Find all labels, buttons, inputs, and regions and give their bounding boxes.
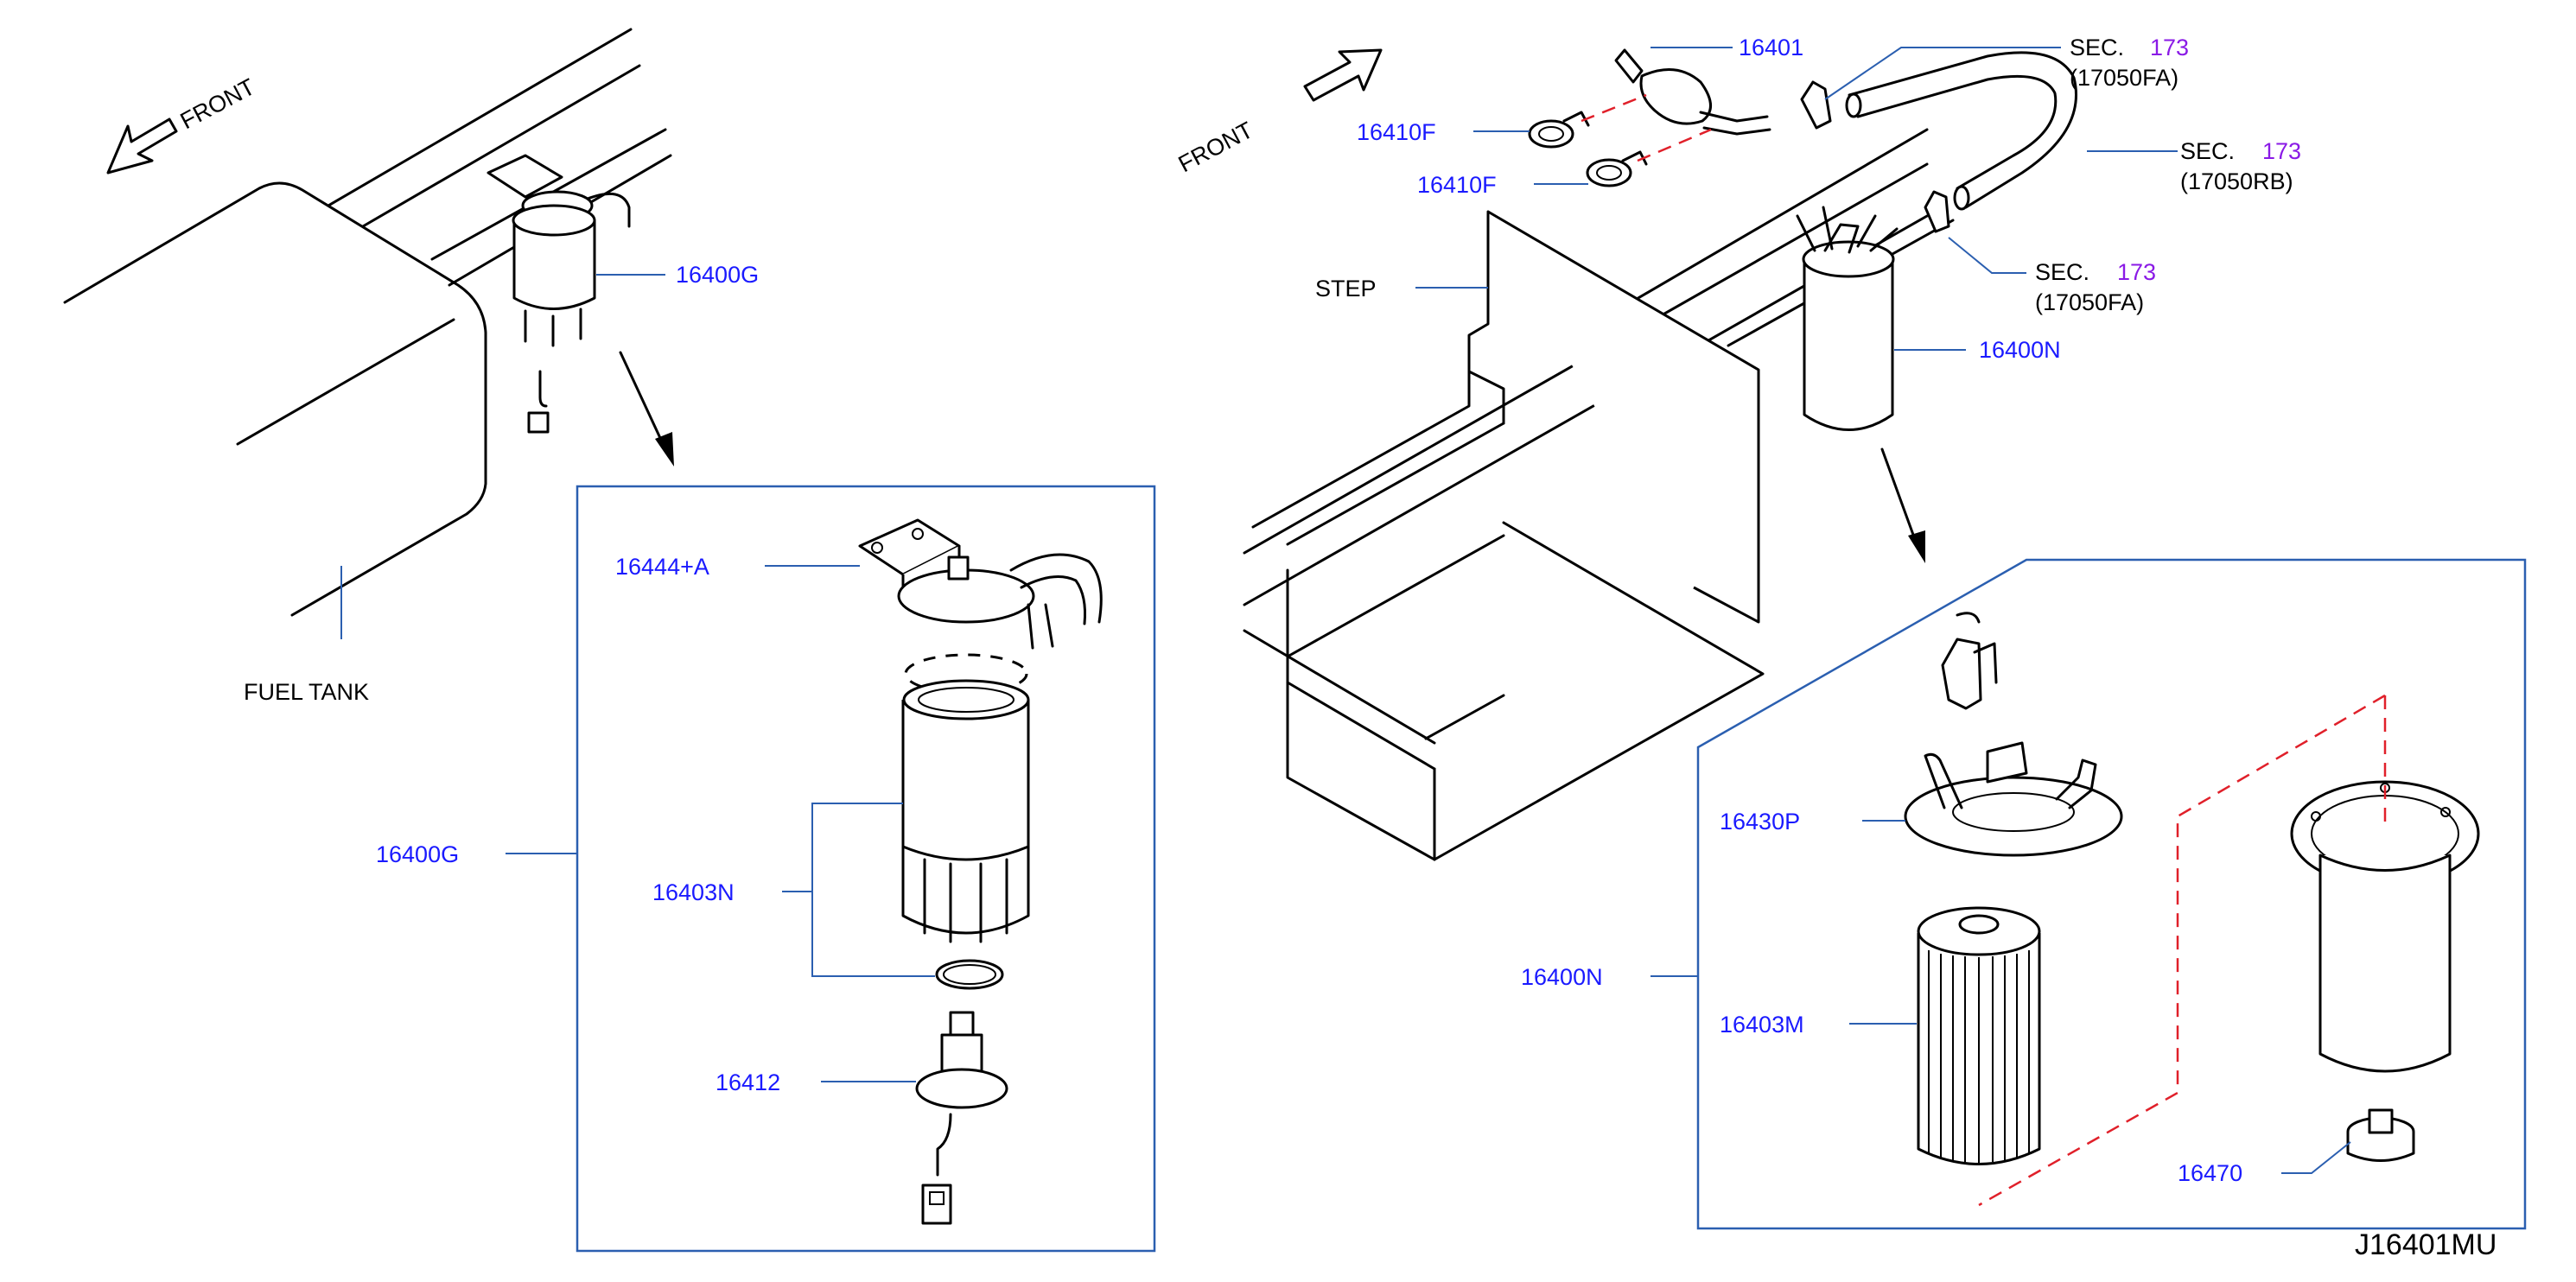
sec-number-3: 173	[2117, 259, 2156, 285]
fuel-filter-assembly-16400n	[1796, 206, 1899, 431]
part-16400n-box: 16400N	[1521, 964, 1603, 990]
filter-cartridge-16403n	[901, 679, 1030, 943]
part-16430p: 16430P	[1720, 809, 1800, 835]
exploded-box-16400n	[1696, 558, 2527, 1230]
sec-label-1: SEC.	[2070, 35, 2124, 60]
filter-head-16430p	[1904, 741, 2123, 857]
front-arrow-left-icon	[106, 117, 178, 175]
part-16412: 16412	[716, 1069, 780, 1095]
fuel-hose	[1845, 51, 2077, 211]
part-16400n-top: 16400N	[1979, 337, 2061, 363]
hose-clip-a	[1800, 80, 1832, 130]
priming-pump-16401	[1614, 48, 1771, 136]
filter-element-16403m	[1917, 906, 2041, 1165]
sec-ref-3: (17050FA)	[2035, 289, 2144, 315]
part-16444a: 16444+A	[615, 554, 709, 580]
part-16400g-top: 16400G	[676, 262, 759, 288]
o-ring	[935, 959, 1004, 990]
sec-label-2: SEC.	[2180, 138, 2235, 164]
front-label-right: FRONT	[1174, 117, 1257, 177]
part-16400g-box: 16400G	[376, 841, 459, 867]
exploded-box-16400g	[576, 485, 1156, 1253]
sec-label-3: SEC.	[2035, 259, 2089, 285]
filter-head-16444	[858, 518, 1103, 650]
step-label: STEP	[1315, 276, 1377, 301]
drain-plug-16470	[2346, 1108, 2415, 1162]
hose-clip-b	[1924, 190, 1950, 233]
sec-number-2: 173	[2262, 138, 2301, 164]
part-16403n: 16403N	[652, 879, 735, 905]
sensor-connector	[1941, 612, 1998, 710]
part-16470: 16470	[2178, 1160, 2242, 1186]
diagram-code: J16401MU	[2355, 1228, 2496, 1261]
sec-ref-1: (17050FA)	[2070, 65, 2178, 91]
fuel-filter-assembly-small	[487, 154, 631, 434]
sec-ref-2: (17050RB)	[2180, 168, 2293, 194]
hose-clamp-16410f-a	[1528, 111, 1590, 149]
fuel-tank-label: FUEL TANK	[244, 679, 369, 705]
part-16410f-a: 16410F	[1357, 119, 1436, 145]
part-16410f-b: 16410F	[1417, 172, 1497, 198]
part-16401: 16401	[1739, 35, 1803, 60]
front-arrow-right-icon	[1303, 48, 1383, 102]
hose-clamp-16410f-b	[1586, 150, 1648, 187]
step-and-frame-drawing	[1243, 128, 1955, 861]
water-sensor-16412	[915, 1011, 1008, 1225]
filter-bowl	[2290, 780, 2480, 1073]
part-16403m: 16403M	[1720, 1012, 1804, 1038]
front-label-left: FRONT	[176, 73, 259, 134]
sec-number-1: 173	[2150, 35, 2189, 60]
